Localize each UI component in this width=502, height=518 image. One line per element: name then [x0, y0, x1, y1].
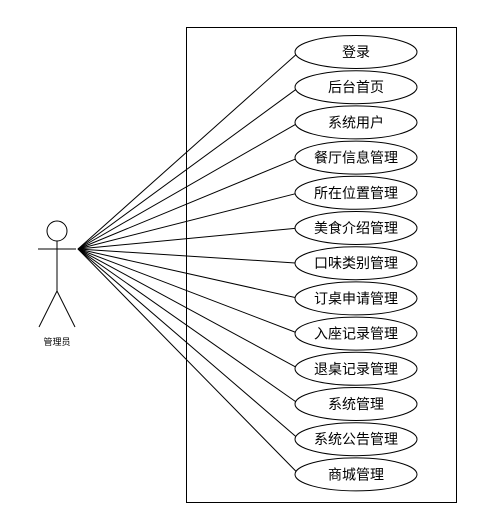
association-line — [77, 248, 300, 475]
use-case-label: 口味类别管理 — [314, 256, 398, 272]
association-line — [77, 248, 300, 335]
use-case: 餐厅信息管理 — [294, 140, 418, 175]
use-case: 退桌记录管理 — [294, 351, 418, 386]
association-line — [77, 157, 300, 250]
use-case: 口味类别管理 — [294, 246, 418, 281]
use-case-ellipse — [294, 140, 418, 175]
association-line — [77, 248, 300, 405]
use-case: 美食介绍管理 — [294, 211, 418, 245]
use-case: 所在位置管理 — [294, 175, 418, 210]
actor-leg-left — [38, 290, 58, 328]
association-line — [77, 121, 300, 250]
use-case-ellipse — [294, 316, 418, 351]
use-case-list: 登录后台首页系统用户餐厅信息管理所在位置管理美食介绍管理口味类别管理订桌申请管理… — [294, 35, 418, 492]
use-case-ellipse — [294, 246, 418, 281]
association-line — [77, 248, 300, 299]
use-case-ellipse — [294, 387, 418, 421]
use-case-label: 商城管理 — [328, 467, 384, 483]
association-line — [77, 248, 300, 440]
use-case: 系统公告管理 — [294, 422, 418, 457]
use-case-label: 后台首页 — [328, 80, 384, 96]
actor-label: 管理员 — [43, 336, 70, 348]
use-case: 登录 — [294, 35, 418, 69]
association-line — [77, 248, 300, 264]
use-case-label: 美食介绍管理 — [314, 220, 398, 237]
actor-head — [46, 220, 68, 242]
use-case-ellipse — [294, 211, 418, 245]
use-case: 后台首页 — [294, 70, 418, 105]
association-line — [77, 51, 300, 250]
association-line — [77, 86, 300, 250]
use-case-ellipse — [294, 35, 418, 69]
use-case-ellipse — [294, 351, 418, 386]
use-case-label: 入座记录管理 — [314, 327, 398, 343]
use-case-ellipse — [294, 70, 418, 105]
use-case-label: 系统公告管理 — [314, 432, 398, 448]
association-lines — [77, 51, 300, 475]
use-case-ellipse — [294, 281, 418, 316]
use-case-label: 登录 — [342, 45, 370, 61]
association-line — [77, 248, 300, 370]
use-case-label: 订桌申请管理 — [314, 291, 398, 307]
use-case: 商城管理 — [294, 457, 418, 492]
use-case-label: 系统管理 — [328, 397, 384, 413]
use-case-label: 系统用户 — [328, 114, 384, 131]
actor-figure — [38, 220, 76, 328]
use-case-label: 退桌记录管理 — [314, 362, 398, 378]
association-line — [77, 192, 300, 250]
use-case-label: 所在位置管理 — [314, 186, 398, 202]
use-case-label: 餐厅信息管理 — [314, 150, 398, 167]
use-case: 订桌申请管理 — [294, 281, 418, 316]
use-case-ellipse — [294, 175, 418, 210]
system-boundary — [186, 27, 457, 503]
use-case-ellipse — [294, 105, 418, 140]
use-case: 系统用户 — [294, 105, 418, 140]
association-line — [77, 227, 300, 250]
actor-leg-right — [56, 290, 76, 328]
use-case: 入座记录管理 — [294, 316, 418, 351]
use-case: 系统管理 — [294, 387, 418, 421]
use-case-ellipse — [294, 422, 418, 457]
use-case-ellipse — [294, 457, 418, 492]
